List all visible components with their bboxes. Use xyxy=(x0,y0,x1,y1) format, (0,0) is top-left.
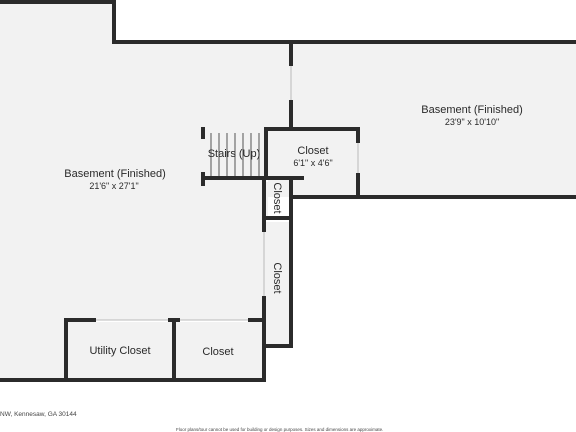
stair-treads xyxy=(210,133,260,176)
walls xyxy=(0,0,576,382)
closet-bottom-label: Closet xyxy=(202,346,233,358)
basement-left-dims: 21'6" x 27'1" xyxy=(89,181,138,191)
closet-long-floor xyxy=(264,222,292,346)
basement-left-name: Basement (Finished) xyxy=(64,168,166,180)
lower-strip-floor xyxy=(0,320,68,380)
closet-top-floor xyxy=(268,130,358,197)
closet-long-vertical-label: Closet xyxy=(271,262,283,293)
basement-right-dims: 23'9" x 10'10" xyxy=(445,117,499,127)
footer-address: NW, Kennesaw, GA 30144 xyxy=(0,411,77,418)
closet-top-name: Closet xyxy=(297,145,328,157)
openings xyxy=(96,66,359,321)
footer-disclaimer: Floor plans/tour cannot be used for buil… xyxy=(176,427,384,432)
closet-small-vertical-label: Closet xyxy=(271,182,283,213)
utility-closet-label: Utility Closet xyxy=(89,345,150,357)
basement-right-name: Basement (Finished) xyxy=(421,104,523,116)
basement-left-floor xyxy=(0,0,292,320)
floor-fills xyxy=(0,0,576,380)
utility-closet-floor xyxy=(68,322,174,378)
closet-bottom-floor xyxy=(176,322,264,378)
stairs-label: Stairs (Up) xyxy=(208,148,261,160)
closet-top-dims: 6'1" x 4'6" xyxy=(293,158,332,168)
stairs-floor xyxy=(203,130,266,182)
